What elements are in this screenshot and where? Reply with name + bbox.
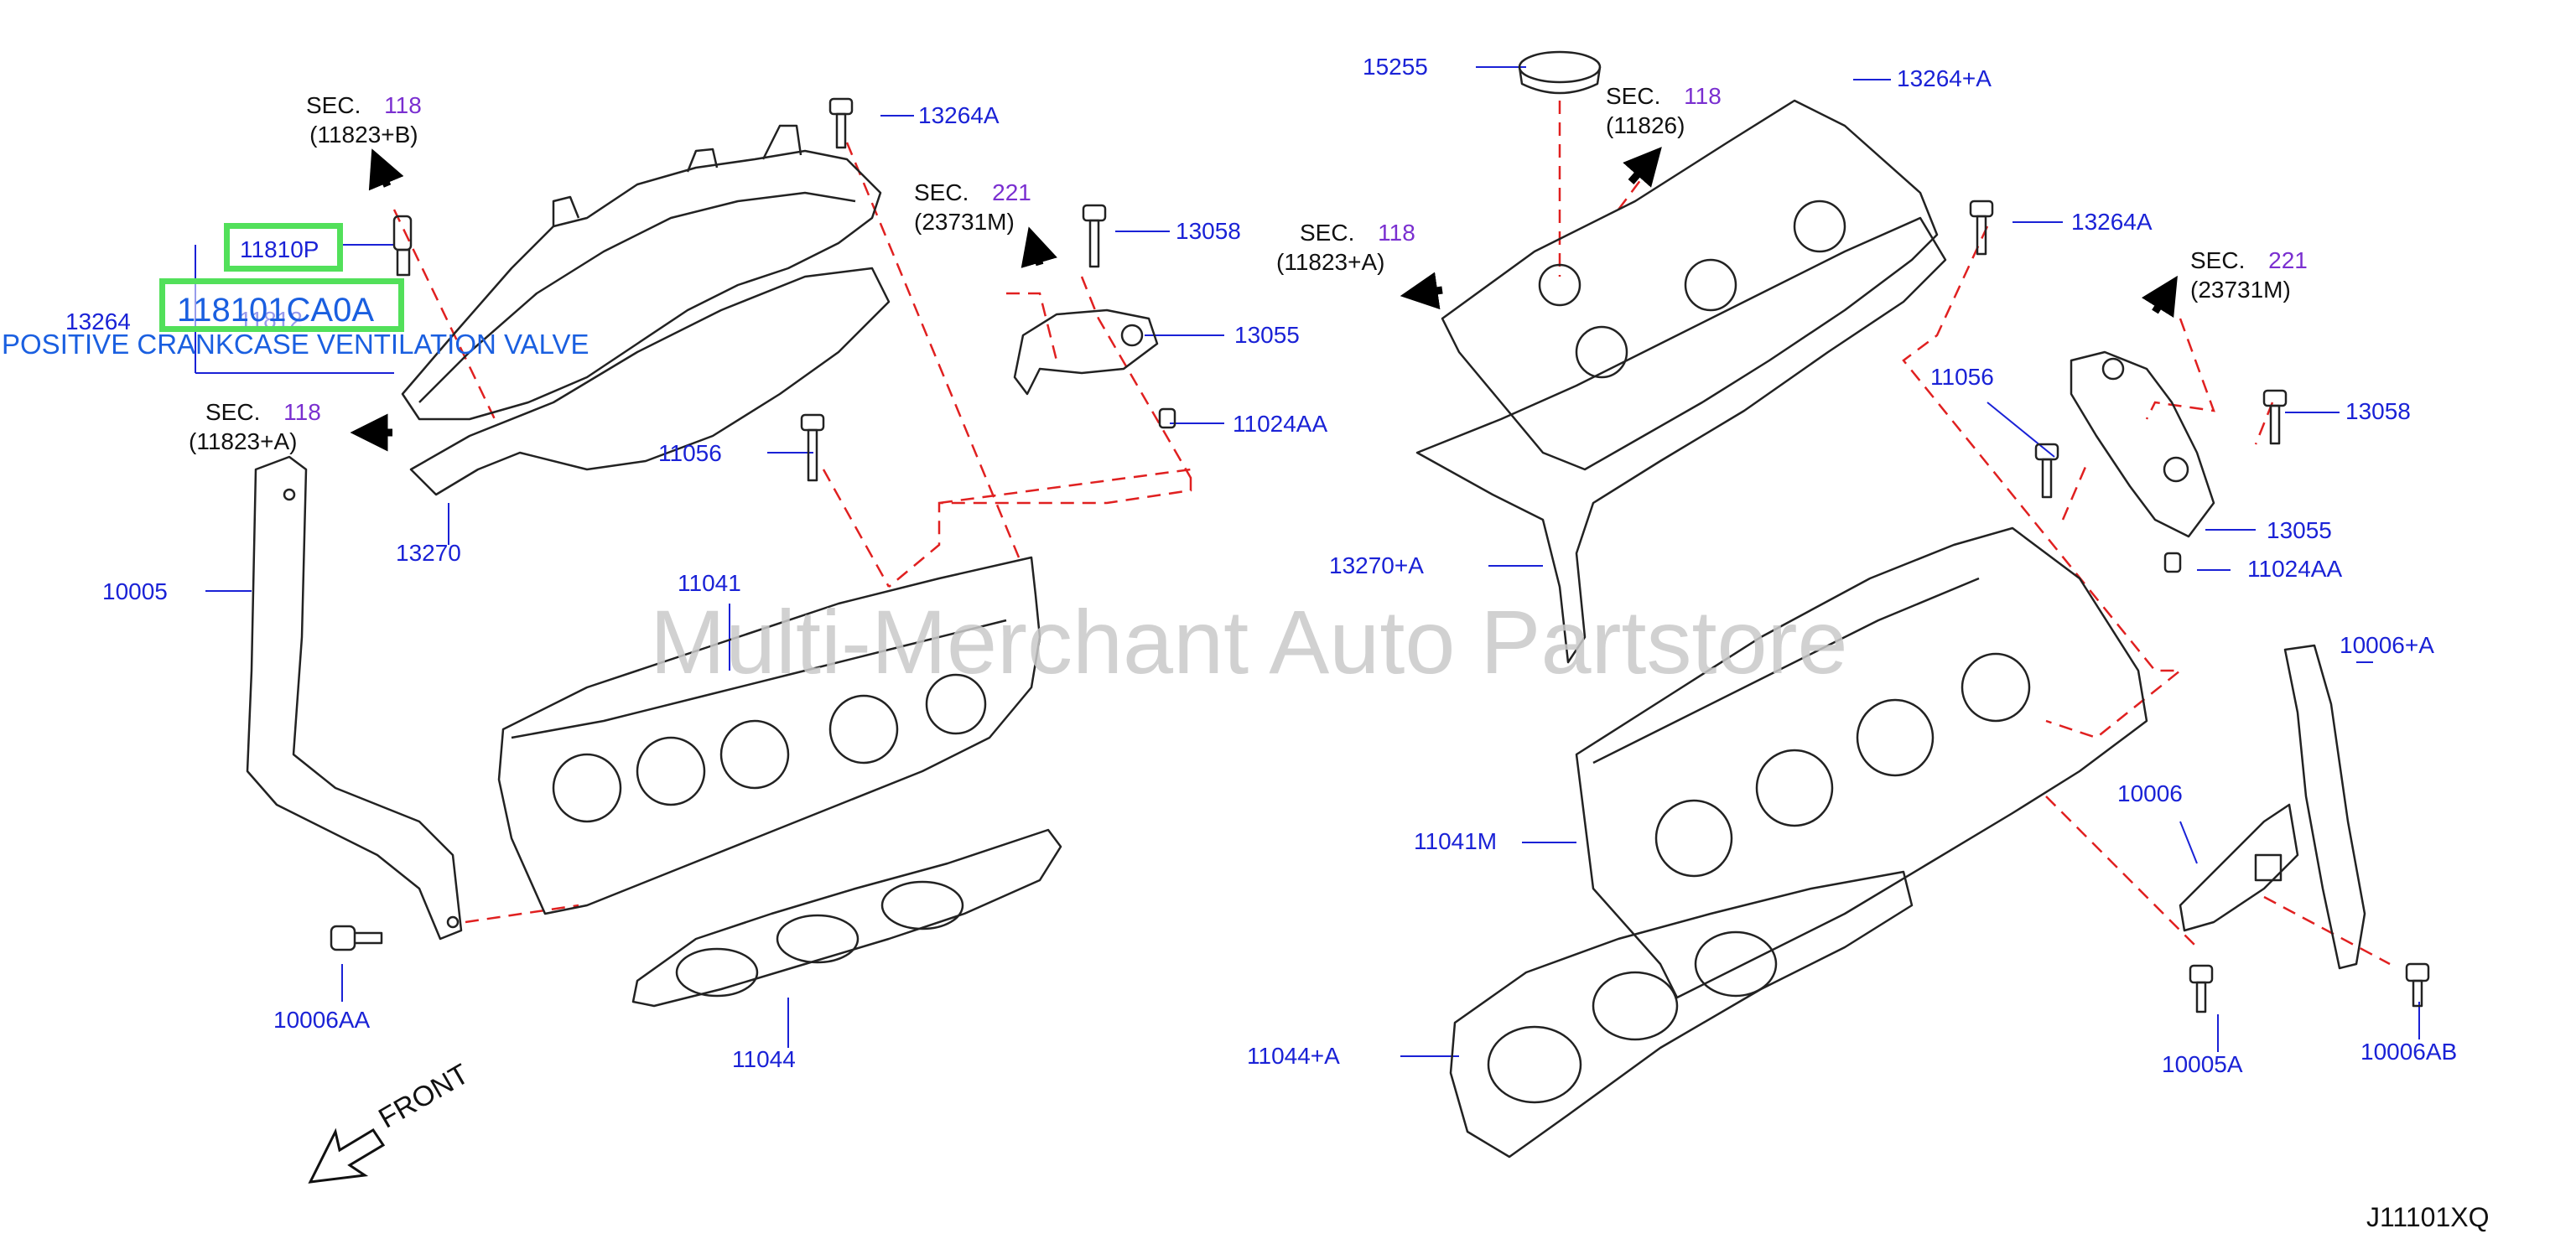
part-label-11056-right[interactable]: 11056 <box>1930 364 1994 390</box>
part-label-10005a[interactable]: 10005A <box>2162 1051 2243 1077</box>
part-label-13055-left[interactable]: 13055 <box>1234 322 1300 348</box>
sec-ref: (11826) <box>1606 112 1685 138</box>
part-label-11041[interactable]: 11041 <box>678 570 741 596</box>
part-label-10006aa[interactable]: 10006AA <box>273 1007 371 1033</box>
section-ref-118-11823a-left[interactable]: SEC. 118 (11823+A) <box>189 397 321 456</box>
sec-word: SEC. <box>306 92 361 118</box>
part-label-11024aa-right[interactable]: 11024AA <box>2247 556 2343 582</box>
sec-word: SEC. <box>205 399 261 425</box>
part-label-11056-left[interactable]: 11056 <box>658 440 722 466</box>
sec-number: 118 <box>283 399 321 425</box>
sec-ref: (11823+B) <box>309 122 418 148</box>
part-label-11810p: 11810P <box>240 236 319 262</box>
watermark: Multi-Merchant Auto Partstore <box>650 591 1848 692</box>
part-label-10006pa[interactable]: 10006+A <box>2340 632 2434 658</box>
left-line-drawings <box>246 97 1176 1008</box>
sec-ref: (23731M) <box>914 209 1015 235</box>
sec-word: SEC. <box>2190 247 2246 273</box>
part-label-13055-right[interactable]: 13055 <box>2267 517 2332 543</box>
section-ref-118-11823a-right[interactable]: SEC. 118 (11823+A) <box>1276 218 1415 277</box>
sec-number: 221 <box>2268 247 2308 273</box>
sec-number: 118 <box>1378 220 1415 246</box>
part-label-13058-left[interactable]: 13058 <box>1176 218 1241 244</box>
part-label-13264pa[interactable]: 13264+A <box>1897 65 1992 91</box>
highlight-box-118101ca0a[interactable]: 118101CA0A <box>159 278 404 332</box>
section-arrows <box>350 147 2178 452</box>
right-leader-lines <box>1558 101 2391 966</box>
sec-ref: (11823+A) <box>1276 249 1385 275</box>
part-label-11044pa[interactable]: 11044+A <box>1247 1043 1340 1069</box>
sec-word: SEC. <box>1300 220 1355 246</box>
diagram-id: J11101XQ <box>2366 1202 2490 1232</box>
section-ref-118-11823b[interactable]: SEC. 118 (11823+B) <box>306 91 422 149</box>
sec-number: 118 <box>1684 83 1722 109</box>
section-ref-221-23731m-left[interactable]: SEC. 221 (23731M) <box>914 178 1031 236</box>
part-label-13058-right[interactable]: 13058 <box>2345 398 2411 424</box>
part-label-13264a-right[interactable]: 13264A <box>2071 209 2153 235</box>
highlight-box-11810p[interactable]: 11810P <box>224 223 343 272</box>
left-label-leaders <box>195 115 1224 1048</box>
right-line-drawings <box>1415 50 2430 1158</box>
part-label-15255[interactable]: 15255 <box>1363 54 1428 80</box>
sec-ref: (11823+A) <box>189 428 298 454</box>
left-leader-lines <box>392 142 1192 924</box>
sec-number: 118 <box>384 92 422 118</box>
part-label-10006[interactable]: 10006 <box>2117 780 2183 806</box>
front-arrow <box>308 1127 386 1184</box>
part-label-11041m[interactable]: 11041M <box>1414 828 1498 854</box>
part-label-10005[interactable]: 10005 <box>102 578 168 604</box>
sec-word: SEC. <box>1606 83 1661 109</box>
part-label-11044[interactable]: 11044 <box>732 1046 796 1072</box>
part-label-13264[interactable]: 13264 <box>65 308 131 334</box>
part-label-11024aa-left[interactable]: 11024AA <box>1233 411 1328 437</box>
section-ref-118-11826[interactable]: SEC. 118 (11826) <box>1606 81 1722 140</box>
part-label-13270[interactable]: 13270 <box>396 540 461 566</box>
part-number-118101ca0a: 118101CA0A <box>177 292 374 329</box>
part-label-13270pa[interactable]: 13270+A <box>1329 552 1424 578</box>
part-description-pcv-valve: POSITIVE CRANKCASE VENTILATION VALVE <box>2 329 589 360</box>
sec-ref: (23731M) <box>2190 277 2291 303</box>
sec-word: SEC. <box>914 179 969 205</box>
sec-number: 221 <box>992 179 1031 205</box>
part-label-10006ab[interactable]: 10006AB <box>2360 1039 2458 1065</box>
right-label-leaders <box>1400 66 2420 1057</box>
part-label-13264a-left[interactable]: 13264A <box>918 102 1000 128</box>
section-ref-221-23731m-right[interactable]: SEC. 221 (23731M) <box>2190 246 2308 304</box>
